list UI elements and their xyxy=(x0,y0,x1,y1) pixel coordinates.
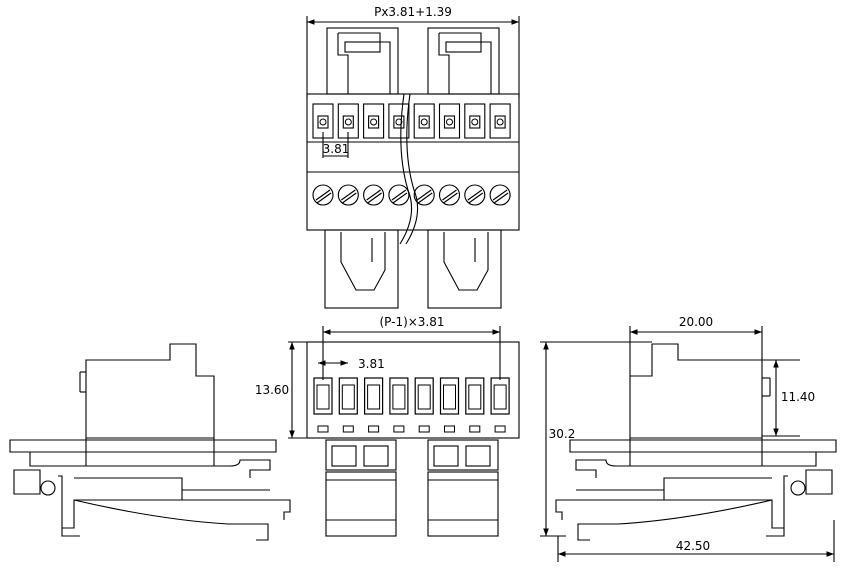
clamp-screw xyxy=(344,118,352,126)
wire-pocket xyxy=(438,103,461,139)
wire-opening-inner xyxy=(493,384,507,410)
wire-pocket xyxy=(388,103,410,139)
wire-opening xyxy=(465,377,485,415)
top-width-label: Px3.81+1.39 xyxy=(374,5,452,19)
wire-clamp xyxy=(494,115,506,129)
screw-slot xyxy=(315,189,331,201)
right-height-label: 11.40 xyxy=(781,390,815,404)
test-slot xyxy=(342,425,354,433)
wire-pocket xyxy=(464,103,486,139)
front-test-slots xyxy=(317,425,506,433)
overall-height-label: 30.2 xyxy=(549,427,576,441)
wire-pocket xyxy=(363,103,385,139)
front-height-label: 13.60 xyxy=(255,383,289,397)
clamp-screw xyxy=(420,118,428,126)
wire-clamp xyxy=(368,115,380,129)
front-wire-openings xyxy=(313,377,510,415)
wire-opening-inner xyxy=(443,384,456,410)
test-slot xyxy=(393,425,405,433)
screw-slot xyxy=(443,192,458,204)
screw-head-icon xyxy=(337,184,359,206)
top-wire-pockets xyxy=(312,103,511,139)
wire-clamp xyxy=(443,115,456,129)
wire-clamp xyxy=(418,115,430,129)
wire-opening xyxy=(389,377,409,415)
screw-slot xyxy=(442,189,457,201)
screw-head-icon xyxy=(438,184,461,206)
wire-opening xyxy=(338,377,358,415)
front-view xyxy=(288,326,520,537)
right-width-label: 20.00 xyxy=(679,315,713,329)
clamp-screw xyxy=(319,118,327,126)
clamp-screw xyxy=(496,118,504,126)
screw-slot xyxy=(493,192,509,204)
screw-head-icon xyxy=(413,184,435,206)
screw-head-icon xyxy=(464,184,486,206)
test-slot xyxy=(444,425,455,433)
wire-opening xyxy=(364,377,384,415)
clamp-screw xyxy=(471,118,479,126)
clamp-screw xyxy=(370,118,378,126)
front-span-label: (P-1)×3.81 xyxy=(379,315,444,329)
screw-slot xyxy=(366,189,381,201)
screw-head-icon xyxy=(312,184,334,206)
wire-opening xyxy=(414,377,434,415)
screw-slot xyxy=(468,192,484,204)
top-view xyxy=(306,16,520,309)
top-pitch-label: 3.81 xyxy=(323,142,350,156)
screw-head-icon xyxy=(388,184,410,206)
wire-opening-inner xyxy=(392,384,406,410)
left-side-view xyxy=(9,343,291,541)
test-slot xyxy=(317,425,329,433)
screw-slot xyxy=(417,192,433,204)
wire-pocket xyxy=(413,103,435,139)
test-slot xyxy=(418,425,430,433)
right-side-view xyxy=(540,326,837,562)
test-slot xyxy=(368,425,380,433)
screw-slot xyxy=(341,192,357,204)
screw-head-icon xyxy=(363,184,385,206)
clamp-screw xyxy=(395,118,403,126)
screw-slot xyxy=(367,192,382,204)
screw-head-icon xyxy=(489,184,511,206)
wire-opening-inner xyxy=(341,384,355,410)
screw-slot xyxy=(316,192,332,204)
overall-width-label: 42.50 xyxy=(676,539,710,553)
screw-slot xyxy=(340,189,356,201)
screw-slot xyxy=(391,189,407,201)
wire-clamp xyxy=(393,115,405,129)
screw-slot xyxy=(392,192,408,204)
screw-slot xyxy=(416,189,432,201)
test-slot xyxy=(469,425,481,433)
screw-slot xyxy=(492,189,508,201)
wire-pocket xyxy=(489,103,511,139)
wire-opening xyxy=(313,377,333,415)
clamp-screw xyxy=(446,118,453,126)
wire-opening-inner xyxy=(316,384,330,410)
wire-opening-inner xyxy=(367,384,381,410)
top-screw-row xyxy=(312,184,511,206)
front-pitch-label: 3.81 xyxy=(358,357,385,371)
wire-clamp xyxy=(342,115,354,129)
test-slot xyxy=(494,425,506,433)
wire-opening-inner xyxy=(417,384,431,410)
wire-opening-inner xyxy=(468,384,482,410)
wire-opening xyxy=(439,377,460,415)
wire-clamp xyxy=(469,115,481,129)
wire-clamp xyxy=(317,115,329,129)
screw-slot xyxy=(467,189,483,201)
wire-opening xyxy=(490,377,510,415)
